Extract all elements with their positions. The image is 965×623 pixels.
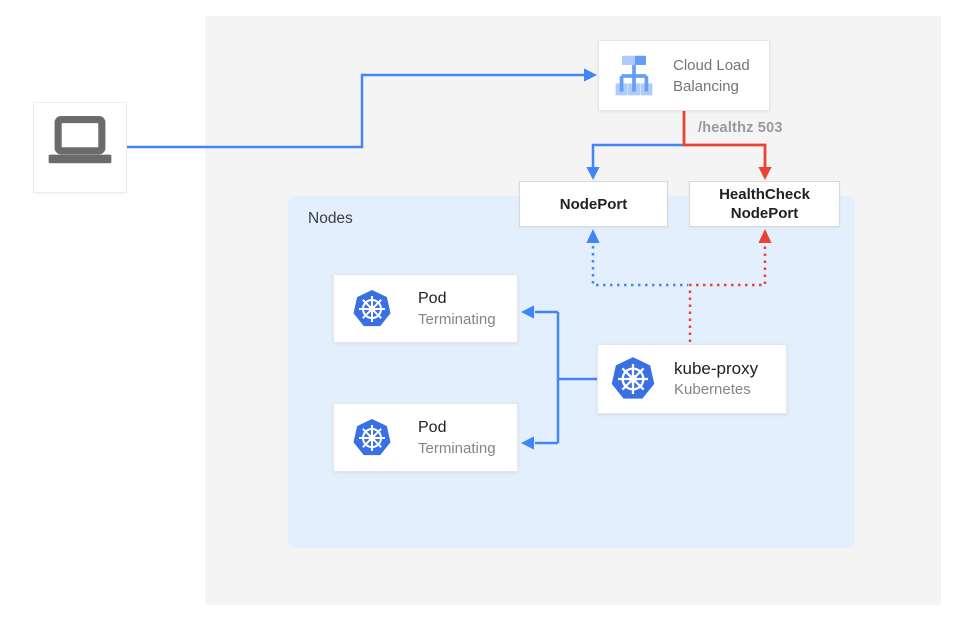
pod-node: Pod Terminating (333, 274, 518, 343)
kube-proxy-subtitle: Kubernetes (674, 381, 751, 398)
nodeport-label: NodePort (559, 195, 628, 213)
client-node (33, 102, 127, 193)
nodes-panel-label: Nodes (308, 210, 353, 227)
kube-proxy-node: kube-proxy Kubernetes (597, 344, 787, 414)
laptop-icon (48, 115, 112, 163)
pod-node: Pod Terminating (333, 403, 518, 472)
pod-status: Terminating (418, 310, 496, 328)
kube-proxy-title: kube-proxy (674, 359, 759, 378)
nodeport-node: NodePort (519, 181, 668, 227)
healthcheck-nodeport-label: HealthCheck NodePort (719, 186, 810, 222)
load-balancer-label: Cloud Load Balancing (673, 56, 750, 95)
kubernetes-icon (611, 357, 655, 399)
pod-title: Pod (418, 289, 447, 307)
pod-title: Pod (418, 418, 447, 436)
healthcheck-nodeport-node: HealthCheck NodePort (689, 181, 840, 227)
healthz-503-label: /healthz 503 (698, 120, 783, 136)
pod-status: Terminating (418, 439, 496, 457)
kubernetes-icon (353, 289, 391, 326)
kubernetes-icon (353, 418, 391, 455)
load-balancer-icon (615, 55, 653, 95)
cloud-load-balancing-node: Cloud Load Balancing (598, 40, 770, 111)
